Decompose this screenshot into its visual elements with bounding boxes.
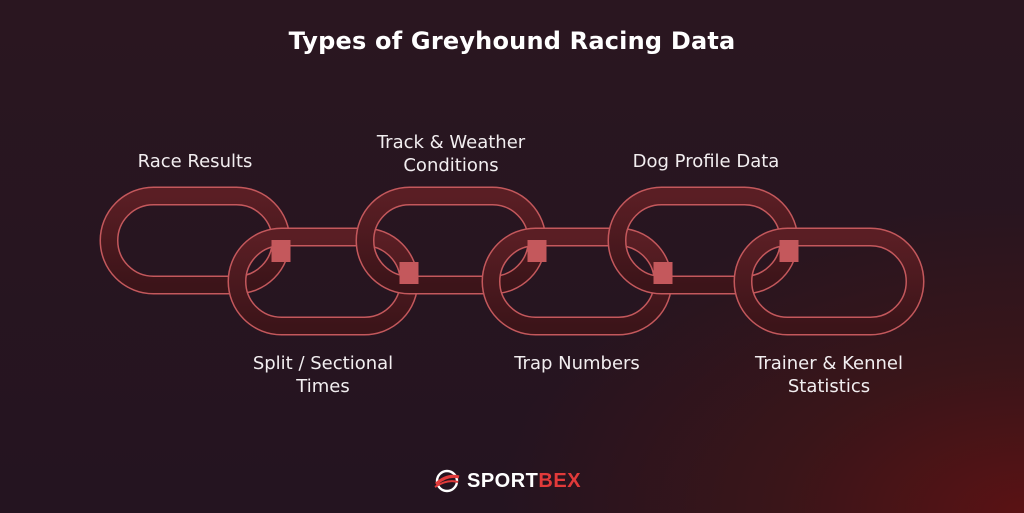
page-title: Types of Greyhound Racing Data [288,27,736,55]
label-race-results: Race Results [137,151,253,172]
label-split-sectional: Split / Sectional Times [252,353,394,397]
sportbex-logo: SPORTBEX [433,468,581,494]
label-dog-profile: Dog Profile Data [632,151,780,172]
label-trap-numbers: Trap Numbers [514,353,640,374]
globe-icon [434,469,460,493]
logo-part-1: SPORT [467,469,539,492]
chain-link-trainer-kennel [733,227,925,336]
label-track-weather: Track & Weather Conditions [376,132,526,176]
logo-part-2: BEX [538,469,582,492]
logo-wordmark: SPORTBEX [467,470,581,493]
label-trainer-kennel: Trainer & Kennel Statistics [754,353,904,397]
